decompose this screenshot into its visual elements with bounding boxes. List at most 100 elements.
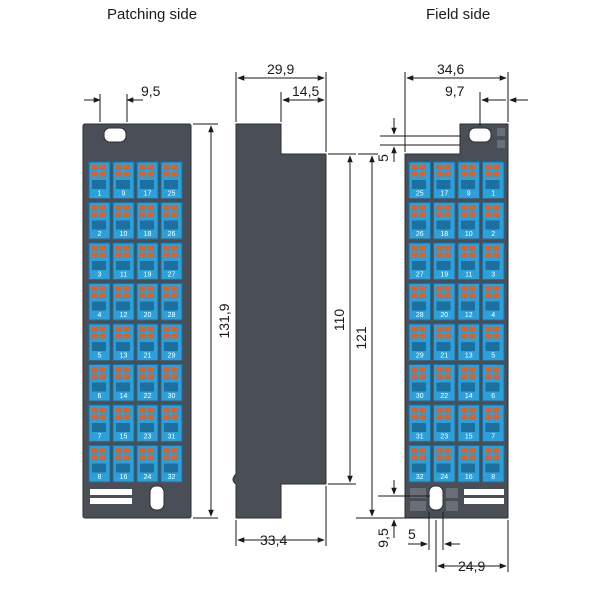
spring-contact: [172, 327, 178, 332]
release-opening: [140, 220, 154, 230]
patching-terminal-number: 9: [122, 191, 126, 198]
release-opening: [164, 382, 178, 392]
patching-terminal-cell: 8: [88, 445, 111, 483]
spring-contact: [124, 246, 130, 251]
spring-contact: [100, 165, 106, 170]
release-opening: [485, 220, 500, 230]
spring-contact: [420, 408, 426, 413]
field-terminal-number: 21: [440, 353, 448, 360]
spring-contact: [100, 327, 106, 332]
field-terminal-cell: 10: [457, 202, 480, 240]
side-view-housing: [232, 123, 327, 519]
patching-terminal-cell: 30: [160, 364, 183, 402]
release-opening: [140, 342, 154, 351]
field-terminal-number: 18: [440, 231, 448, 238]
spring-contact: [469, 212, 475, 218]
patching-terminal-number: 13: [120, 353, 128, 360]
patching-terminal-number: 5: [98, 353, 102, 360]
field-terminal-number: 23: [440, 434, 448, 441]
spring-contact: [92, 172, 98, 177]
spring-contact: [485, 293, 492, 299]
spring-contact: [172, 286, 178, 292]
spring-contact: [124, 327, 130, 332]
field-terminal-number: 2: [491, 231, 495, 238]
spring-contact: [469, 415, 475, 420]
dim-label: 121: [353, 326, 369, 350]
spring-contact: [493, 367, 500, 373]
spring-contact: [412, 367, 418, 373]
spring-contact: [485, 253, 492, 258]
field-terminal-number: 15: [465, 434, 473, 441]
field-terminal-number: 3: [491, 272, 495, 279]
patching-terminal-cell: 3: [88, 242, 111, 280]
patching-terminal-number: 25: [168, 191, 176, 198]
spring-contact: [92, 286, 98, 292]
spring-contact: [172, 415, 178, 420]
spring-contact: [420, 286, 426, 292]
spring-contact: [412, 172, 418, 177]
release-opening: [116, 220, 130, 230]
spring-contact: [412, 205, 418, 211]
release-opening: [412, 261, 426, 270]
spring-contact: [436, 205, 443, 211]
dim-label: 5: [375, 154, 391, 162]
spring-contact: [444, 253, 451, 258]
spring-contact: [164, 205, 170, 211]
field-terminal-cell: 4: [482, 283, 505, 321]
dim-label: 33,4: [260, 532, 287, 548]
spring-contact: [164, 448, 170, 454]
spring-contact: [100, 205, 106, 211]
spring-contact: [172, 212, 178, 218]
release-opening: [461, 382, 475, 392]
release-opening: [164, 261, 178, 270]
spring-contact: [412, 246, 418, 251]
patching-terminal-cell: 1: [88, 161, 111, 199]
spring-contact: [412, 374, 418, 380]
field-top-tab-2: [497, 140, 505, 148]
spring-contact: [493, 246, 500, 251]
spring-contact: [92, 246, 98, 251]
spring-contact: [116, 327, 122, 332]
spring-contact: [469, 448, 475, 454]
spring-contact: [461, 246, 467, 251]
spring-contact: [124, 374, 130, 380]
release-opening: [92, 261, 106, 270]
release-opening: [164, 423, 178, 432]
release-opening: [485, 382, 500, 392]
spring-contact: [164, 246, 170, 251]
spring-contact: [485, 327, 492, 332]
patching-terminal-cell: 2: [88, 202, 111, 240]
spring-contact: [100, 415, 106, 420]
patching-terminal-cell: 27: [160, 242, 183, 280]
spring-contact: [140, 293, 146, 299]
spring-contact: [469, 334, 475, 339]
spring-contact: [140, 367, 146, 373]
patching-terminal-cell: 6: [88, 364, 111, 402]
spring-contact: [485, 367, 492, 373]
spring-contact: [116, 334, 122, 339]
release-opening: [485, 261, 500, 270]
spring-contact: [493, 212, 500, 218]
spring-contact: [148, 172, 154, 177]
spring-contact: [140, 165, 146, 170]
spring-contact: [420, 165, 426, 170]
field-terminal-number: 8: [491, 474, 495, 481]
spring-contact: [164, 408, 170, 413]
spring-contact: [444, 408, 451, 413]
patching-terminal-cell: 18: [136, 202, 159, 240]
spring-contact: [420, 327, 426, 332]
spring-contact: [172, 172, 178, 177]
spring-contact: [164, 165, 170, 170]
field-terminal-cell: 27: [408, 242, 431, 280]
spring-contact: [493, 408, 500, 413]
spring-contact: [124, 212, 130, 218]
patching-terminal-cell: 12: [112, 283, 135, 321]
field-terminal-cell: 31: [408, 404, 431, 442]
release-opening: [140, 382, 154, 392]
spring-contact: [116, 253, 122, 258]
patching-terminal-cell: 19: [136, 242, 159, 280]
patching-terminal-number: 10: [120, 231, 128, 238]
patching-terminal-number: 7: [98, 434, 102, 441]
release-opening: [461, 220, 475, 230]
patching-terminal-cell: 24: [136, 445, 159, 483]
